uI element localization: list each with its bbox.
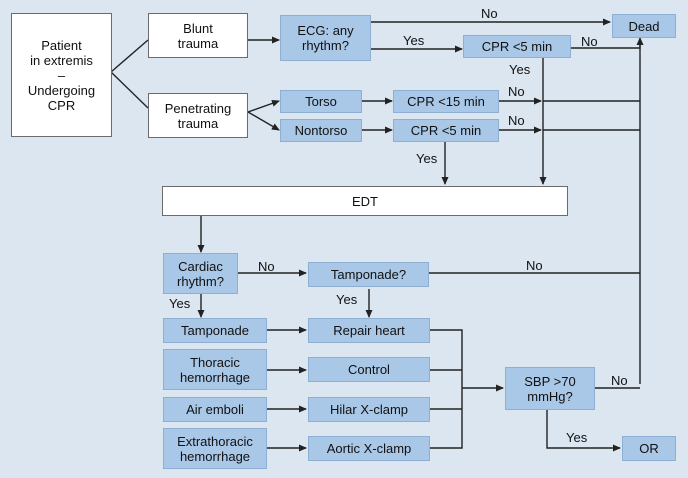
hilar-xclamp-box: Hilar X-clamp bbox=[308, 397, 430, 422]
label-ecg-yes: Yes bbox=[403, 33, 425, 48]
thoracic-hemorrhage-box: Thoracic hemorrhage bbox=[163, 349, 267, 390]
ecg-rhythm-box: ECG: any rhythm? bbox=[280, 15, 371, 61]
label-ecg-no: No bbox=[481, 6, 498, 21]
tamponade-question-box: Tamponade? bbox=[308, 262, 429, 287]
edt-box: EDT bbox=[162, 186, 568, 216]
label-cpr15-no: No bbox=[508, 84, 525, 99]
penetrating-trauma-box: Penetrating trauma bbox=[148, 93, 248, 138]
repair-heart-box: Repair heart bbox=[308, 318, 430, 343]
or-box: OR bbox=[622, 436, 676, 461]
nontorso-box: Nontorso bbox=[280, 119, 362, 142]
label-cardiac-yes: Yes bbox=[169, 296, 191, 311]
label-cardiac-no: No bbox=[258, 259, 275, 274]
line-repair-merge bbox=[430, 329, 463, 449]
arrow-sbp-or bbox=[546, 410, 621, 452]
arrow-patient-blunt bbox=[110, 39, 149, 73]
control-box: Control bbox=[308, 357, 430, 382]
label-cpr5mid-yes: Yes bbox=[416, 151, 438, 166]
cardiac-rhythm-box: Cardiac rhythm? bbox=[163, 253, 238, 294]
arrow-pen-torso bbox=[247, 100, 280, 113]
arrow-patient-penetrating bbox=[110, 71, 149, 109]
cpr-under-5-mid-box: CPR <5 min bbox=[393, 119, 499, 142]
blunt-trauma-box: Blunt trauma bbox=[148, 13, 248, 58]
label-cpr5-no: No bbox=[581, 34, 598, 49]
patient-box: Patient in extremis – Undergoing CPR bbox=[11, 13, 112, 137]
dead-box: Dead bbox=[612, 14, 676, 38]
torso-box: Torso bbox=[280, 90, 362, 113]
arrow-pen-nontorso bbox=[247, 111, 280, 131]
air-emboli-box: Air emboli bbox=[163, 397, 267, 422]
label-sbp-no: No bbox=[611, 373, 628, 388]
label-cpr5mid-no: No bbox=[508, 113, 525, 128]
label-cpr5-yes: Yes bbox=[509, 62, 531, 77]
label-tamponade-yes: Yes bbox=[336, 292, 358, 307]
cpr-under-15-box: CPR <15 min bbox=[393, 90, 499, 113]
aortic-xclamp-box: Aortic X-clamp bbox=[308, 436, 430, 461]
tamponade-box: Tamponade bbox=[163, 318, 267, 343]
sbp-box: SBP >70 mmHg? bbox=[505, 367, 595, 410]
label-sbp-yes: Yes bbox=[566, 430, 588, 445]
extrathoracic-hemorrhage-box: Extrathoracic hemorrhage bbox=[163, 428, 267, 469]
cpr-under-5-top-box: CPR <5 min bbox=[463, 35, 571, 58]
label-tamponade-no: No bbox=[526, 258, 543, 273]
